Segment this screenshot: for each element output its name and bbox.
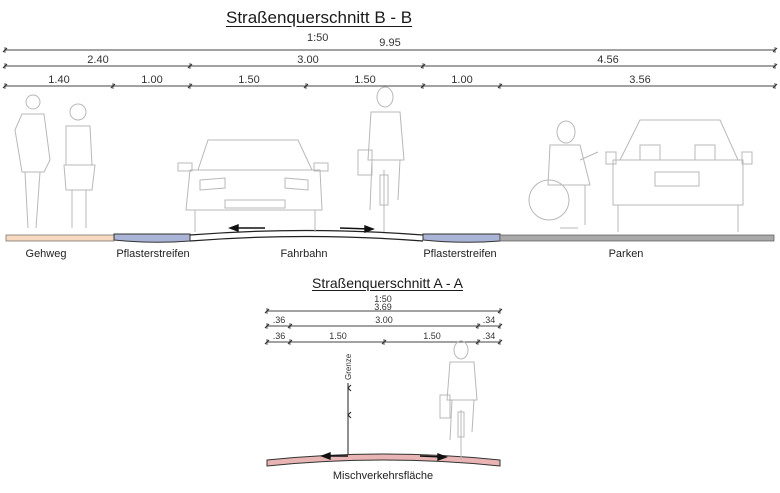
dimension-lines-aa — [267, 310, 500, 343]
gehweg-strip — [5, 234, 115, 242]
direction-arrows-bb — [228, 223, 375, 234]
zone-label-gehweg: Gehweg — [25, 248, 67, 260]
dimension-ticks-aa — [264, 307, 503, 346]
zone-label-pflasterstreifen-right: Pflasterstreifen — [423, 248, 497, 260]
pedestrians-couple-icon — [14, 94, 96, 229]
zone-label-mischverkehrsflaeche: Mischverkehrsfläche — [332, 470, 434, 482]
dim-row3-2: 1.00 — [141, 74, 163, 86]
dim-aa-row3-3: 1.50 — [423, 331, 441, 341]
direction-arrows-aa — [320, 451, 448, 462]
dim-row3-4: 1.50 — [354, 74, 376, 86]
dim-aa-row2-2: 3.00 — [375, 315, 393, 325]
ground-surface-bb — [5, 223, 775, 243]
dim-row2-3: 4.56 — [597, 54, 619, 66]
cyclist-rear-icon — [357, 86, 405, 232]
dim-row3-6: 3.56 — [629, 74, 651, 86]
fahrbahn-top — [189, 229, 424, 236]
parken-strip — [499, 234, 775, 242]
dim-total-aa: 3.69 — [374, 302, 392, 312]
section-aa-scale: 1:50 — [374, 294, 392, 304]
dim-aa-row2-1: .36 — [272, 315, 286, 325]
figures-bb — [14, 86, 753, 232]
ground-surface-aa — [266, 451, 501, 467]
dim-aa-row2-3: .34 — [482, 315, 496, 325]
pflasterstreifen-left-strip — [113, 233, 191, 243]
station-wagon-rear-icon — [605, 119, 753, 232]
dim-row2-2: 3.00 — [297, 54, 319, 66]
section-bb-title: Straßenquerschnitt B - B — [226, 8, 413, 27]
dimension-lines-bb — [5, 49, 775, 87]
dim-aa-row3-1: .36 — [272, 331, 286, 341]
dim-aa-row3-2: 1.50 — [329, 331, 347, 341]
cyclist-aa-icon — [439, 340, 478, 460]
dim-row3-3: 1.50 — [238, 74, 260, 86]
fahrbahn-bottom — [189, 235, 424, 242]
zone-label-parken: Parken — [608, 248, 644, 260]
dim-row3-5: 1.00 — [451, 74, 473, 86]
dimension-ticks-bb — [2, 46, 778, 90]
dim-aa-row3-4: .34 — [482, 331, 496, 341]
section-aa-title: Straßenquerschnitt A - A — [312, 275, 463, 291]
boundary-line — [347, 383, 352, 458]
car-front-icon — [177, 139, 329, 232]
dim-total-bb: 9.95 — [379, 37, 401, 49]
zone-label-fahrbahn: Fahrbahn — [280, 248, 328, 260]
wheelchair-user-icon — [528, 120, 599, 229]
dim-row3-1: 1.40 — [48, 74, 70, 86]
section-bb-scale: 1:50 — [307, 32, 329, 44]
dim-row2-1: 2.40 — [87, 54, 109, 66]
pflasterstreifen-right-strip — [422, 233, 501, 243]
zone-label-pflasterstreifen-left: Pflasterstreifen — [116, 248, 190, 260]
